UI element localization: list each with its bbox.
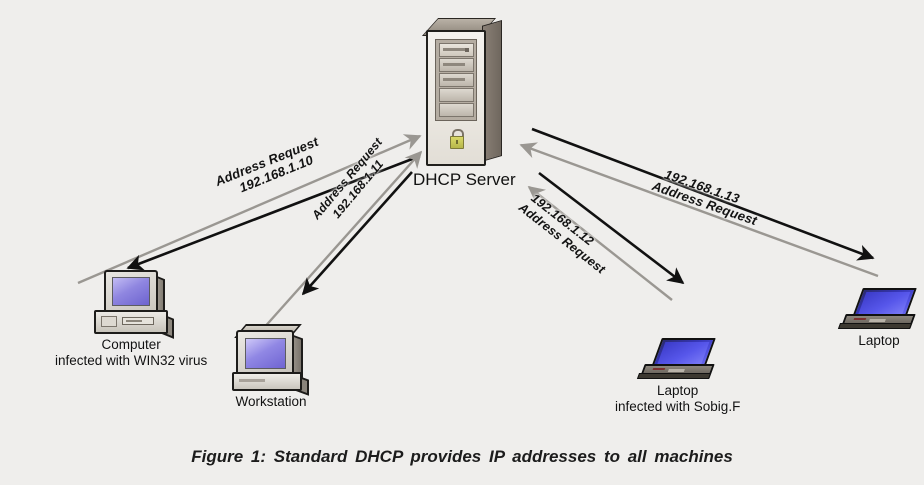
laptop-icon bbox=[837, 288, 917, 330]
dhcp-server-label: DHCP Server bbox=[413, 170, 516, 189]
edge-request-workstation bbox=[261, 150, 423, 331]
node-laptop-sobig: Laptop infected with Sobig.F bbox=[615, 338, 740, 415]
node-label-laptop-clean: Laptop bbox=[858, 333, 900, 348]
laptop-icon bbox=[636, 338, 716, 380]
edge-response-computer-win32 bbox=[126, 154, 421, 271]
padlock-icon bbox=[450, 129, 464, 149]
desktop-computer-icon bbox=[94, 270, 175, 339]
edge-response-workstation bbox=[301, 171, 413, 296]
node-label-workstation: Workstation bbox=[235, 394, 307, 409]
workstation-icon bbox=[232, 324, 310, 396]
edge-request-laptop-sobig bbox=[527, 185, 673, 301]
figure-caption: Figure 1: Standard DHCP provides IP addr… bbox=[191, 447, 733, 466]
edge-response-laptop-sobig bbox=[538, 171, 685, 285]
node-dhcp-server bbox=[421, 18, 502, 168]
edge-response-laptop-clean bbox=[531, 127, 875, 261]
node-label-computer-win32: Computer infected with WIN32 virus bbox=[55, 337, 208, 368]
node-computer-win32: Computer infected with WIN32 virus bbox=[55, 270, 207, 369]
node-label-laptop-sobig: Laptop infected with Sobig.F bbox=[615, 383, 741, 414]
edge-request-laptop-clean bbox=[519, 142, 879, 278]
node-laptop-clean: Laptop bbox=[837, 288, 917, 349]
node-workstation: Workstation bbox=[232, 324, 310, 410]
tower-server-icon bbox=[421, 18, 502, 168]
